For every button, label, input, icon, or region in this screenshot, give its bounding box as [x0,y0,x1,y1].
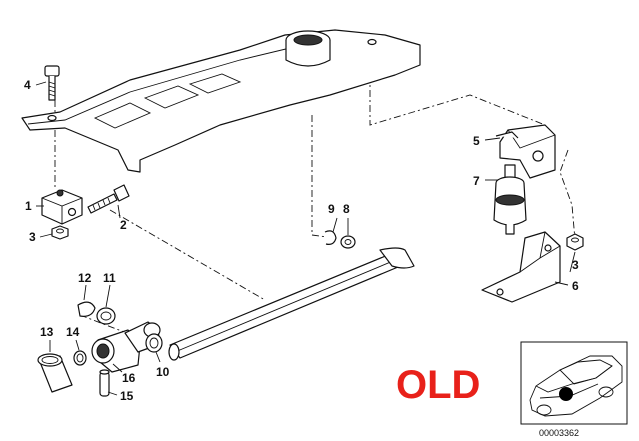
label-1: 1 [25,199,32,213]
assembly-guide-lines [54,75,576,341]
rubber-mount-part-7 [493,164,527,235]
label-12: 12 [78,271,92,285]
label-5: 5 [473,134,480,148]
pin-part-15 [99,369,110,397]
bracket-part-6 [481,231,561,303]
circlip-part-9 [324,230,337,245]
reference-number: 00003362 [539,428,579,438]
label-3-right: 3 [572,258,579,272]
label-10: 10 [156,365,170,379]
vehicle-location-thumbnail [520,341,628,425]
o-ring-part-14 [73,350,87,366]
sleeve-part-13 [37,353,73,393]
washer-part-8 [340,235,356,249]
shift-rod [168,247,415,361]
bolt-part-4 [44,65,60,101]
label-14: 14 [66,325,80,339]
leader-lines [35,81,576,396]
bracket-part-5 [495,124,556,179]
bushing-part-10 [145,333,163,353]
label-8: 8 [343,202,350,216]
nut-part-3-left [51,225,69,240]
clip-part-12 [77,301,96,317]
screw-part-2 [87,184,130,214]
label-7: 7 [473,174,480,188]
label-13: 13 [40,325,54,339]
nut-part-3-right [566,233,584,251]
label-11: 11 [103,271,116,285]
part-labels: 4 1 2 3 9 8 5 7 3 6 12 11 13 14 16 10 15 [24,78,579,403]
label-16: 16 [122,371,136,385]
label-6: 6 [572,279,579,293]
location-marker [559,387,573,401]
label-2: 2 [120,218,127,232]
clamp-block-part-1 [41,189,83,225]
label-15: 15 [120,389,134,403]
tunnel-plate [21,29,421,173]
old-stamp: OLD [396,363,480,407]
label-9: 9 [328,202,335,216]
label-3-left: 3 [29,230,36,244]
label-4: 4 [24,78,31,92]
ring-part-11 [96,307,116,325]
